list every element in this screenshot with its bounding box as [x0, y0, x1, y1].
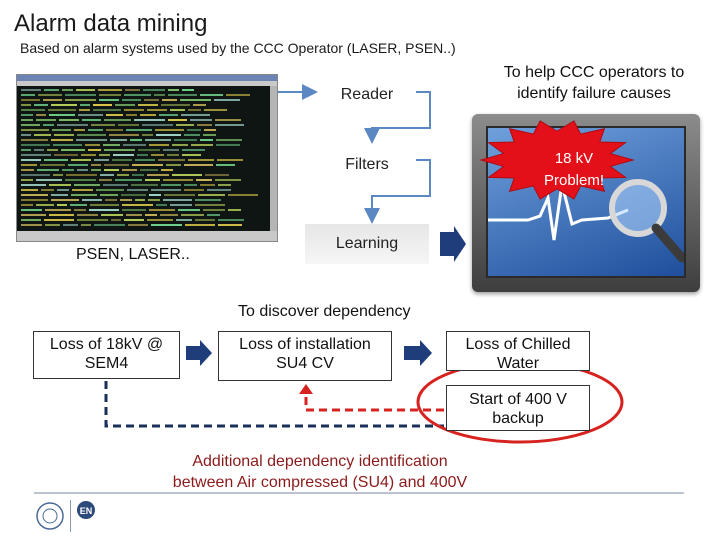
- node-loss-18kv-line2: SEM4: [84, 355, 129, 372]
- screenshot-alarm-row: [21, 184, 269, 186]
- dependency-red-arrowhead: [299, 384, 313, 394]
- alert-burst: [479, 120, 635, 200]
- screenshot-alarm-row: [21, 89, 269, 91]
- arrow-installation-to-chilled: [404, 340, 432, 366]
- screenshot-alarm-row: [21, 124, 269, 126]
- screenshot-alarm-row: [21, 134, 269, 136]
- node-start-400v-backup: Start of 400 V backup: [446, 385, 590, 431]
- screenshot-alarm-row: [21, 159, 269, 161]
- screenshot-alarm-row: [21, 109, 269, 111]
- dependency-dashed-red: [304, 392, 444, 412]
- additional-line2: between Air compressed (SU4) and 400V: [172, 474, 468, 491]
- arrow-filters-to-learning: [364, 159, 431, 224]
- magnifier-handle: [651, 223, 684, 263]
- screenshot-alarm-row: [21, 219, 269, 221]
- screenshot-alarm-row: [21, 154, 269, 156]
- help-text-line1: To help CCC operators to: [503, 64, 685, 81]
- reader-box: Reader: [318, 76, 416, 114]
- alarm-screenshot: [16, 74, 278, 242]
- en-department-logo: EN: [77, 501, 95, 519]
- screenshot-alarm-row: [21, 129, 269, 131]
- cern-logo: [36, 502, 64, 530]
- screenshot-statusbar: [17, 231, 277, 241]
- node-loss-chilled-water: Loss of Chilled Water: [446, 331, 590, 371]
- node-loss-chilled-line2: Water: [496, 355, 540, 371]
- magnifier-lens: [609, 179, 667, 237]
- node-loss-installation-line1: Loss of installation: [239, 336, 371, 353]
- filters-box: Filters: [318, 146, 416, 184]
- alert-text: 18 kV Problem!: [526, 148, 622, 192]
- screenshot-alarm-row: [21, 204, 269, 206]
- learning-box: Learning: [305, 224, 429, 264]
- screenshot-alarm-row: [21, 209, 269, 211]
- screenshot-caption: PSEN, LASER..: [76, 246, 190, 263]
- screenshot-alarm-rows: [21, 89, 269, 229]
- dependency-dashed-dark: [104, 381, 444, 428]
- screenshot-alarm-row: [21, 169, 269, 171]
- additional-line1: Additional dependency identification: [192, 453, 448, 470]
- node-start-400v-line2: backup: [492, 410, 544, 427]
- node-loss-installation: Loss of installation SU4 CV: [218, 331, 392, 381]
- screenshot-alarm-row: [21, 199, 269, 201]
- alert-line2: Problem!: [543, 172, 605, 189]
- page-title: Alarm data mining: [14, 10, 208, 37]
- screenshot-alarm-row: [21, 114, 269, 116]
- screenshot-alarm-row: [21, 104, 269, 106]
- alert-line1: 18 kV: [554, 150, 594, 167]
- screenshot-alarm-row: [21, 189, 269, 191]
- node-loss-18kv-line1: Loss of 18kV @: [49, 336, 164, 353]
- screenshot-scrollbar: [270, 86, 277, 231]
- screenshot-menubar: [17, 81, 277, 86]
- monitor-graph: [488, 179, 684, 263]
- en-badge-text: EN: [80, 506, 93, 516]
- screenshot-alarm-row: [21, 94, 269, 96]
- screenshot-alarm-row: [21, 179, 269, 181]
- screenshot-alarm-row: [21, 99, 269, 101]
- page-subtitle: Based on alarm systems used by the CCC O…: [20, 40, 456, 56]
- screenshot-alarm-row: [21, 144, 269, 146]
- screenshot-alarm-row: [21, 224, 269, 226]
- additional-dependency-text: Additional dependency identification bet…: [120, 451, 520, 493]
- node-loss-18kv: Loss of 18kV @ SEM4: [33, 331, 180, 379]
- logo-separator: [70, 500, 71, 532]
- screenshot-alarm-row: [21, 214, 269, 216]
- arrow-reader-to-filters: [364, 91, 431, 144]
- discover-label: To discover dependency: [238, 303, 411, 320]
- screenshot-alarm-row: [21, 119, 269, 121]
- screenshot-alarm-row: [21, 149, 269, 151]
- node-loss-chilled-line1: Loss of Chilled: [465, 336, 571, 353]
- screenshot-titlebar: [17, 75, 277, 81]
- screenshot-alarm-row: [21, 164, 269, 166]
- screenshot-alarm-row: [21, 194, 269, 196]
- screenshot-alarm-row: [21, 174, 269, 176]
- screenshot-alarm-row: [21, 139, 269, 141]
- help-text: To help CCC operators to identify failur…: [476, 62, 712, 104]
- node-loss-installation-line2: SU4 CV: [276, 355, 334, 372]
- node-start-400v-line1: Start of 400 V: [469, 391, 567, 408]
- arrow-learning-to-monitor: [440, 226, 466, 262]
- arrow-18kv-to-installation: [186, 340, 212, 366]
- help-text-line2: identify failure causes: [517, 85, 671, 102]
